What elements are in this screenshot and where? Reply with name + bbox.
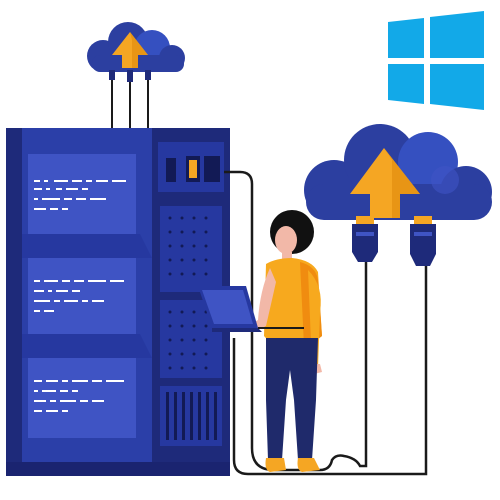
person-with-laptop	[198, 210, 322, 472]
cloud-upload-icon-large	[304, 124, 492, 266]
server-rack-icon	[6, 128, 230, 476]
windows-logo-icon	[388, 11, 484, 110]
cloud-upload-icon-small	[87, 22, 185, 128]
